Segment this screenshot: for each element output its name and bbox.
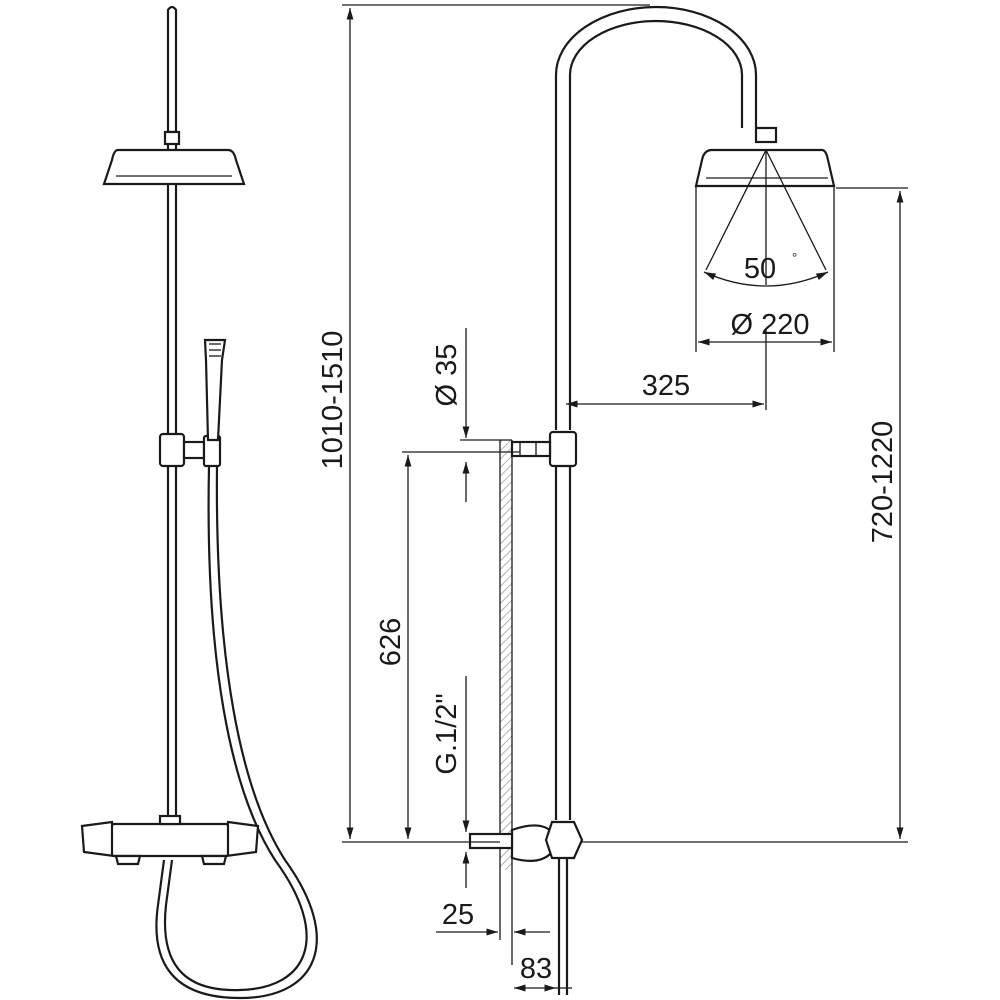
spray-angle-unit: ° (792, 250, 797, 265)
bar-offset-label: 83 (520, 953, 552, 985)
dim-bar-offset: 83 (514, 953, 572, 992)
wall-offset-label: 25 (442, 899, 474, 931)
head-height-label: 720-1220 (867, 421, 899, 544)
side-shower-head (694, 148, 836, 188)
spray-cone (703, 149, 829, 287)
riser-pipe (554, 5, 758, 820)
pipe-diameter-label: Ø 35 (431, 344, 463, 407)
side-view: 1010-1510 Ø 35 626 G.1/2" 25 (317, 4, 908, 995)
front-column-rod (163, 5, 181, 820)
spray-angle-label: 50 (744, 253, 776, 285)
dim-thread: G.1/2" (431, 676, 470, 888)
dim-total-height: 1010-1510 (317, 4, 650, 843)
total-height-label: 1010-1510 (317, 331, 349, 470)
dim-wall-offset: 25 (436, 870, 550, 965)
wall-section (499, 440, 513, 870)
arm-reach-label: 325 (642, 370, 690, 402)
front-mixer-bar (80, 814, 260, 866)
thread-label: G.1/2" (431, 693, 463, 774)
side-head-connector (754, 126, 778, 144)
upper-wall-bracket (510, 430, 578, 468)
dim-head-diameter: Ø 220 (695, 186, 835, 352)
dim-head-height: 720-1220 (582, 187, 908, 843)
front-hose (155, 465, 318, 1000)
head-diameter-label: Ø 220 (731, 309, 810, 341)
side-mixer-body (468, 820, 584, 995)
front-hand-shower (203, 338, 227, 442)
front-view (80, 5, 318, 1000)
inlet-height-label: 626 (375, 618, 407, 666)
dim-inlet-height: 626 (375, 451, 520, 839)
dim-spray-angle: 50 ° (744, 250, 797, 285)
front-shower-head (102, 148, 246, 186)
dim-pipe-diameter: Ø 35 (431, 328, 512, 502)
